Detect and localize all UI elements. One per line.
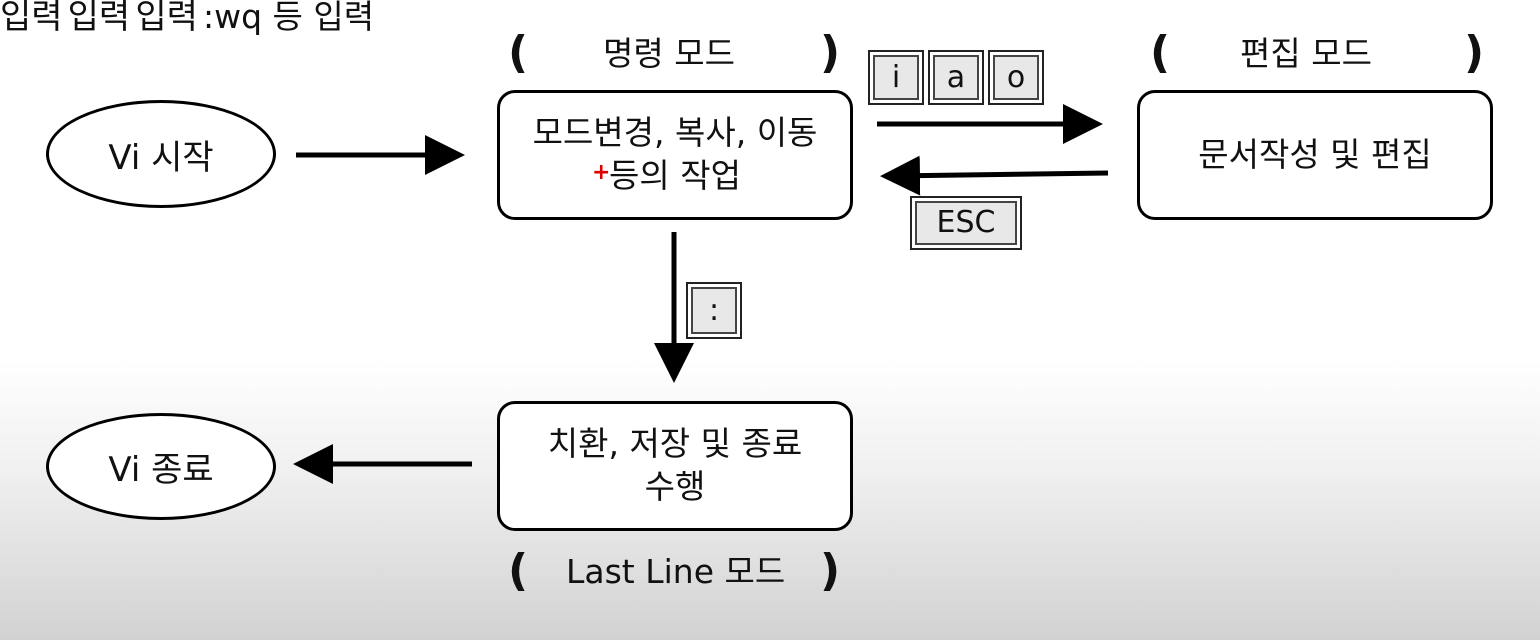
lastline-mode-close-bracket: )	[820, 545, 841, 596]
to-command-input-label: 입력	[67, 0, 131, 37]
lastline-mode-box: 치환, 저장 및 종료 수행	[497, 401, 853, 531]
to-end-input-label: :wq 등 입력	[202, 0, 375, 36]
lastline-mode-open-bracket: (	[508, 545, 529, 596]
lastline-box-line2: 수행	[644, 467, 706, 506]
command-mode-box: 모드변경, 복사, 이동 등의 작업	[497, 90, 853, 220]
command-mode-open-bracket: (	[508, 27, 529, 78]
to-edit-input-label: 입력	[0, 0, 63, 37]
edit-mode-box: 문서작성 및 편집	[1137, 90, 1493, 220]
lastline-box-line1: 치환, 저장 및 종료	[547, 424, 803, 464]
cursor-marker: +	[592, 160, 611, 185]
to-lastline-input-label: 입력	[135, 0, 198, 37]
command-box-line2: 등의 작업	[609, 156, 741, 195]
vi-end-node: Vi 종료	[46, 413, 276, 520]
edit-mode-open-bracket: (	[1150, 27, 1171, 78]
key-i: i	[868, 50, 924, 105]
vi-start-label: Vi 시작	[108, 137, 214, 178]
key-colon: :	[686, 282, 742, 339]
vi-end-label: Vi 종료	[108, 450, 214, 490]
command-mode-close-bracket: )	[820, 27, 841, 78]
arrow-edit-to-command	[880, 155, 1109, 196]
edit-box-line1: 문서작성 및 편집	[1198, 134, 1432, 174]
key-esc: ESC	[910, 196, 1022, 250]
edit-mode-label: 편집 모드	[1240, 34, 1372, 73]
command-mode-label: 명령 모드	[603, 34, 735, 73]
vi-start-node: Vi 시작	[46, 100, 276, 208]
lastline-mode-label: Last Line 모드	[566, 552, 786, 591]
command-box-line1: 모드변경, 복사, 이동	[532, 113, 818, 153]
key-a: a	[928, 50, 984, 105]
edit-mode-close-bracket: )	[1464, 27, 1485, 78]
key-o: o	[988, 50, 1044, 105]
